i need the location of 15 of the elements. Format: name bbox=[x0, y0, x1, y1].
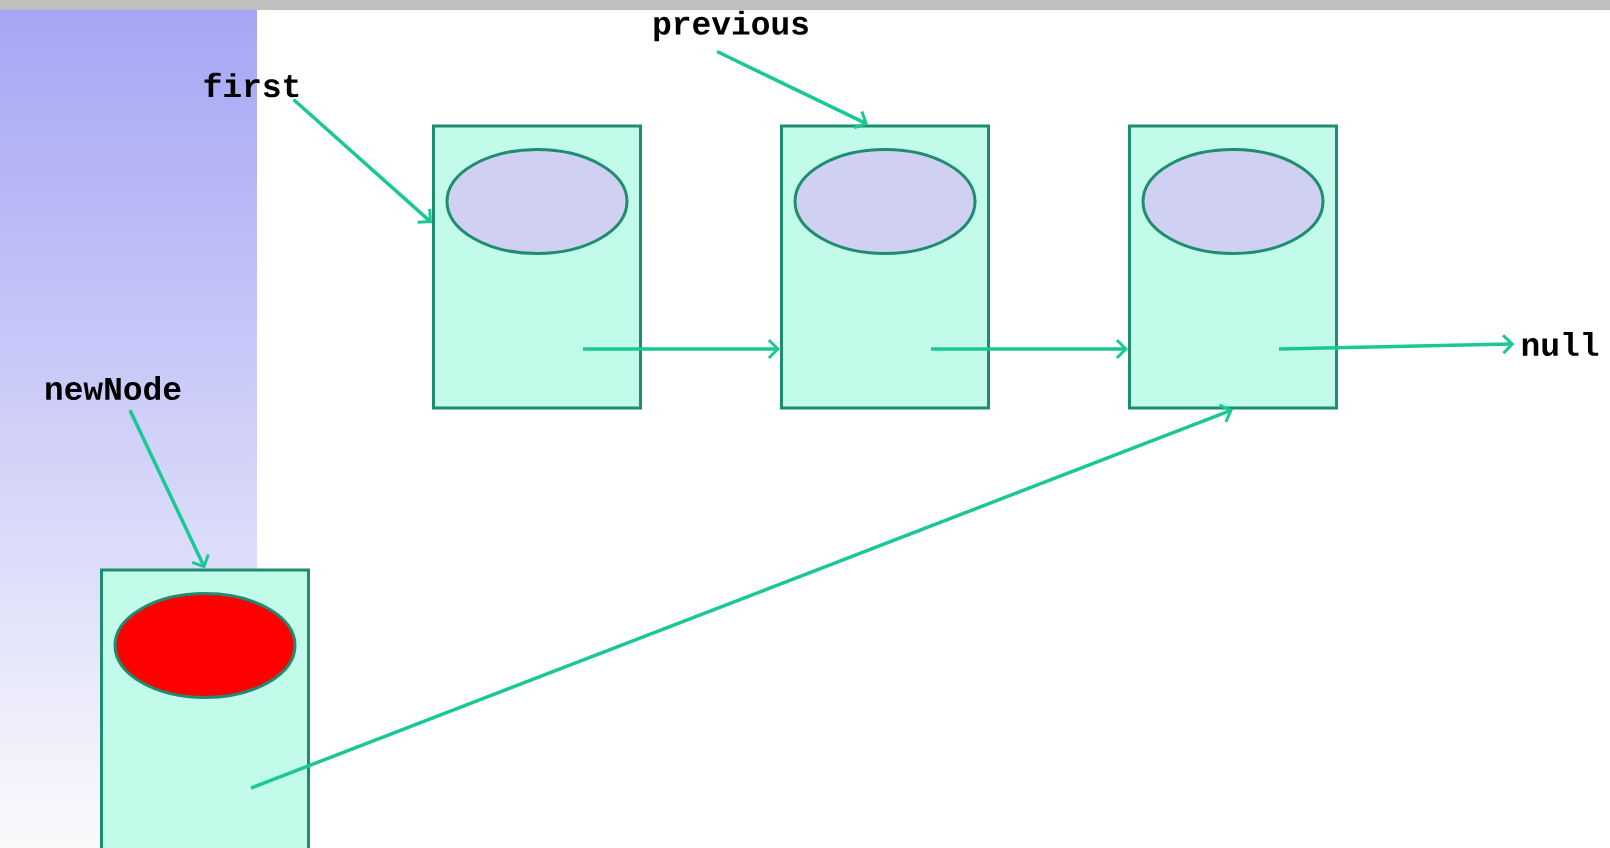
data-ellipse bbox=[445, 148, 629, 255]
arrow bbox=[1279, 334, 1515, 355]
data-ellipse bbox=[1141, 148, 1325, 255]
pointer-label: first bbox=[204, 72, 299, 98]
arrow bbox=[583, 338, 780, 360]
arrow bbox=[931, 338, 1128, 360]
arrow bbox=[292, 98, 432, 224]
arrow bbox=[250, 403, 1234, 790]
pointer-label: previous bbox=[654, 10, 808, 42]
data-ellipse bbox=[113, 592, 297, 699]
arrow bbox=[716, 49, 868, 130]
pointer-label: null bbox=[1522, 331, 1599, 357]
data-ellipse bbox=[793, 148, 977, 255]
arrow bbox=[128, 409, 210, 569]
pointer-label: newNode bbox=[46, 375, 181, 401]
